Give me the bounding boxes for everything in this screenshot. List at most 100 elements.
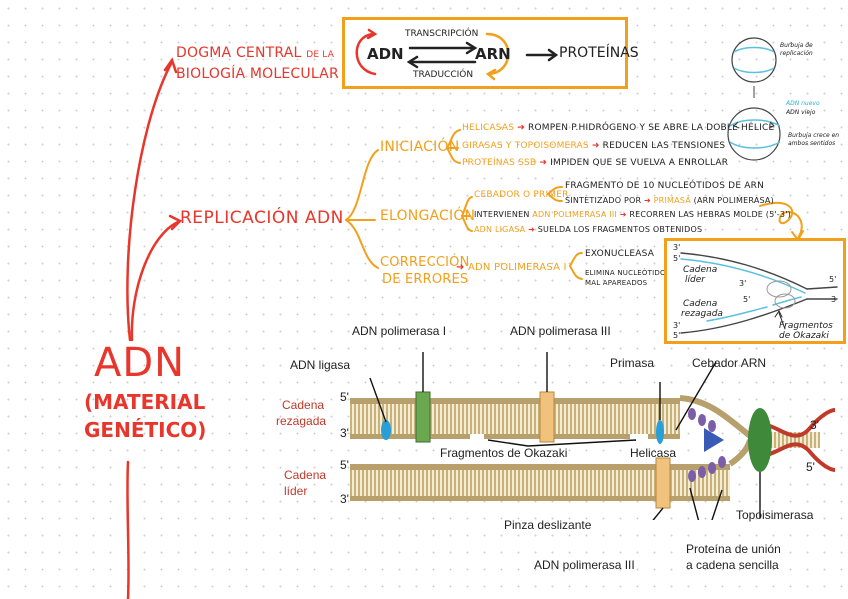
iniciacion-desc-2: REDUCEN LAS TENSIONES (602, 141, 726, 151)
dogma-proteinas: PROTEÍNAS (559, 45, 639, 61)
label-pinza: Pinza deslizante (504, 518, 592, 532)
iniciacion-term-2: GIRASAS Y TOPOISOMERAS (462, 141, 589, 151)
dogma-label-main: DOGMA CENTRAL (176, 45, 302, 61)
fork-lider-2: líder (685, 275, 705, 285)
label-adn-pol1: ADN polimerasa I (352, 324, 447, 338)
iniciacion-term-3: PROTEÍNAS SSB (462, 158, 537, 168)
label-cadena-lider-1: Cadena (284, 468, 327, 482)
fork-5b: 5' (743, 295, 751, 304)
dogma-label-line2: BIOLOGÍA MOLECULAR (176, 66, 339, 82)
elongacion-intervienen: INTERVIENEN (474, 210, 530, 219)
label-cadena-rezagada-2: rezagada (276, 414, 327, 428)
label-cadena-rezagada-1: Cadena (282, 398, 325, 412)
dogma-label-de: DE LA (306, 50, 335, 60)
elongacion-ligasa-desc: SUELDA LOS FRAGMENTOS OBTENIDOS (537, 225, 703, 234)
bottom-strand-rail-2 (350, 496, 730, 501)
fork-rezagada-2: rezagada (681, 309, 723, 319)
adn-ligasa-shape (381, 420, 391, 440)
label-3-top: 3' (340, 426, 349, 440)
label-5-right: 5' (806, 460, 815, 474)
label-helicasa: Helicasa (630, 446, 677, 460)
fork-3r: 3 (831, 295, 837, 304)
replication-fork-diagram (350, 352, 836, 520)
topoisomerase-shape (748, 408, 772, 472)
bottom-strand-rungs (350, 470, 730, 496)
elongacion-intervienen-row: INTERVIENEN ADN POLIMERASA III ➜ RECORRE… (474, 210, 791, 219)
elongacion-ligasa: ADN LIGASA (474, 225, 526, 234)
root-title: ADN (94, 340, 186, 386)
iniciacion-item-1: HELICASAS ➜ ROMPEN P.HIDRÓGENO Y SE ABRE… (462, 123, 775, 133)
replication-bubble-sketch (727, 37, 781, 161)
iniciacion-label: INICIACIÓN (380, 139, 460, 155)
fork-box-drawing (680, 252, 838, 334)
adn-pol3-top-shape (539, 391, 555, 443)
dogma-box: ADN TRANSCRIPCIÓN TRADUCCIÓN ARN PROTEÍN… (342, 17, 639, 89)
dogma-label-line1: DOGMA CENTRAL DE LA (176, 45, 334, 61)
fork-box: 3' 5' Cadena líder 3' Cadena rezagada 5'… (664, 238, 846, 344)
label-fragmentos: Fragmentos de Okazaki (440, 446, 568, 460)
dogma-adn: ADN (367, 45, 404, 63)
adn-pol3-bottom-shape (655, 457, 671, 509)
label-5-top: 5' (340, 390, 349, 404)
fork-okazaki-1: Fragmentos (779, 321, 833, 331)
fork-lider-1: Cadena (683, 265, 718, 275)
iniciacion-item-3: PROTEÍNAS SSB ➜ IMPIDEN QUE SE VUELVA A … (462, 158, 729, 168)
bottom-strand-rail-1 (350, 464, 730, 470)
fork-3c: 3' (673, 321, 681, 330)
root-subtitle-line2: GENÉTICO) (84, 418, 207, 442)
elongacion-pol3-desc: RECORREN LAS HEBRAS MOLDE (5'-3') (629, 210, 791, 219)
correccion-enzyme: ADN POLIMERASA I (467, 262, 567, 273)
iniciacion-item-2: GIRASAS Y TOPOISOMERAS ➜ REDUCEN LAS TEN… (462, 141, 726, 151)
label-primasa: Primasa (610, 356, 655, 370)
correccion-exo: EXONUCLEASA (585, 249, 655, 259)
primasa-shape (656, 420, 664, 444)
label-cadena-lider-2: líder (284, 484, 308, 498)
label-proteina-1: Proteína de unión (686, 542, 781, 556)
label-3-bot: 3' (340, 492, 349, 506)
fork-5a: 5' (673, 254, 681, 263)
label-adn-ligasa: ADN ligasa (290, 358, 351, 372)
adn-pol1-shape (415, 391, 431, 443)
elongacion-label: ELONGACIÓN (380, 208, 476, 224)
label-adn-pol3-top: ADN polimerasa III (510, 324, 611, 338)
label-3-right: 3' (810, 418, 819, 432)
dogma-transcripcion: TRANSCRIPCIÓN (405, 29, 479, 39)
label-proteina-2: a cadena sencilla (686, 558, 779, 572)
correccion-enzyme-row: ➜ ADN POLIMERASA I (456, 262, 567, 273)
fork-okazaki-2: de Okazaki (779, 331, 829, 341)
fork-3a: 3' (673, 243, 681, 252)
correccion-elimina-1: ELIMINA NUCLEÓTIDOS (585, 269, 671, 277)
bubble-note-1: Burbuja de (780, 42, 813, 49)
elongacion-cebador: CEBADOR O PRIMER (474, 190, 569, 200)
label-5-bot: 5' (340, 458, 349, 472)
dogma-traduccion: TRADUCCIÓN (413, 70, 474, 80)
elongacion-cebador-desc1: FRAGMENTO DE 10 NUCLEÓTIDOS DE ARN (565, 181, 765, 191)
iniciacion-desc-3: IMPIDEN QUE SE VUELVA A ENROLLAR (550, 158, 729, 168)
bubble-note-2: replicación (780, 50, 813, 57)
bubble-legend-old: ADN viejo (786, 109, 816, 116)
iniciacion-term-1: HELICASAS (462, 123, 515, 133)
helicase-shape (704, 428, 724, 452)
bubble-legend-new: ADN nuevo (786, 100, 820, 107)
fork-5r: 5' (829, 275, 837, 284)
correccion-label-2: DE ERRORES (382, 272, 469, 287)
elongacion-cebador-desc2: SINTETIZADO POR ➜ PRIMASA (ARN POLIMERAS… (565, 196, 774, 205)
iniciacion-desc-1: ROMPEN P.HIDRÓGENO Y SE ABRE LA DOBLE HÉ… (528, 123, 775, 133)
top-strand-rungs (350, 404, 680, 434)
root-subtitle-line1: (MATERIAL (84, 390, 206, 414)
dogma-box-arrows (355, 28, 559, 81)
top-strand-rail-1 (350, 398, 680, 404)
elongacion-pol3: ADN POLIMERASA III (532, 210, 617, 219)
bubble-note-4: ambos sentidos (788, 140, 836, 147)
label-topoisomerasa: Topoisimerasa (736, 508, 814, 522)
elongacion-primasa: PRIMASA (653, 196, 691, 205)
dogma-arn: ARN (475, 45, 511, 63)
elongacion-ligasa-row: ADN LIGASA ➜ SUELDA LOS FRAGMENTOS OBTEN… (474, 225, 703, 234)
replicacion-label: REPLICACIÓN ADN (180, 208, 344, 228)
fork-5c: 5' (673, 331, 681, 340)
bubble-note-3: Burbuja crece en (788, 132, 840, 139)
correccion-label-1: CORRECCIÓN (380, 255, 470, 270)
label-cebador-arn: Cebador ARN (692, 356, 767, 370)
elongacion-arn-pol: (ARN POLIMERASA) (693, 196, 774, 205)
